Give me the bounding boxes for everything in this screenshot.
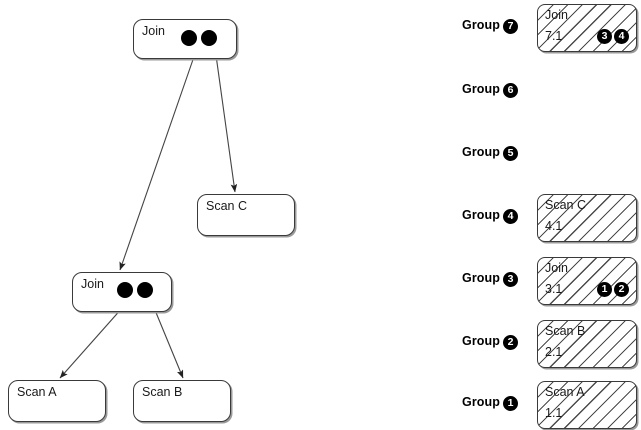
group-expression-id: 3.1: [545, 282, 563, 296]
input-slot-dot[interactable]: [137, 282, 153, 298]
input-group-badge: 4: [614, 29, 629, 44]
group-label: Group: [462, 145, 500, 159]
group-number-badge: 6: [503, 83, 518, 98]
group-number-badge: 4: [503, 209, 518, 224]
group-number-badge: 5: [503, 146, 518, 161]
group-label: Group: [462, 82, 500, 96]
group-label: Group: [462, 395, 500, 409]
group-number-badge: 7: [503, 19, 518, 34]
group-expression-box[interactable]: Scan C 4.1: [537, 194, 637, 242]
group-label: Group: [462, 208, 500, 222]
group-expression-operator: Join: [545, 8, 568, 22]
group-number-badge: 2: [503, 335, 518, 350]
group-expression-box[interactable]: Scan A 1.1: [537, 381, 637, 429]
plan-node-label: Scan B: [142, 385, 183, 399]
group-expression-operator: Scan C: [545, 198, 586, 212]
group-expression-id: 1.1: [545, 406, 563, 420]
input-slot-dot[interactable]: [117, 282, 133, 298]
plan-node-scan-b[interactable]: Scan B: [133, 380, 231, 422]
group-expression-id: 7.1: [545, 29, 563, 43]
group-expression-id: 4.1: [545, 219, 563, 233]
group-expression-box[interactable]: Scan B 2.1: [537, 320, 637, 368]
plan-node-join-mid[interactable]: Join: [72, 272, 172, 312]
input-group-badge: 3: [597, 29, 612, 44]
input-group-badge: 2: [614, 282, 629, 297]
plan-node-label: Scan C: [206, 199, 247, 213]
group-expression-operator: Scan B: [545, 324, 586, 338]
plan-node-label: Join: [81, 277, 104, 291]
input-slot-dot[interactable]: [201, 30, 217, 46]
group-label: Group: [462, 18, 500, 32]
group-label: Group: [462, 271, 500, 285]
group-expression-id: 2.1: [545, 345, 563, 359]
group-expression-operator: Scan A: [545, 385, 585, 399]
group-number-badge: 3: [503, 272, 518, 287]
input-slot-dot[interactable]: [181, 30, 197, 46]
plan-node-label: Scan A: [17, 385, 57, 399]
plan-node-scan-c[interactable]: Scan C: [197, 194, 295, 236]
plan-node-label: Join: [142, 24, 165, 38]
group-expression-operator: Join: [545, 261, 568, 275]
plan-node-scan-a[interactable]: Scan A: [8, 380, 106, 422]
input-group-badge: 1: [597, 282, 612, 297]
group-label: Group: [462, 334, 500, 348]
group-number-badge: 1: [503, 396, 518, 411]
